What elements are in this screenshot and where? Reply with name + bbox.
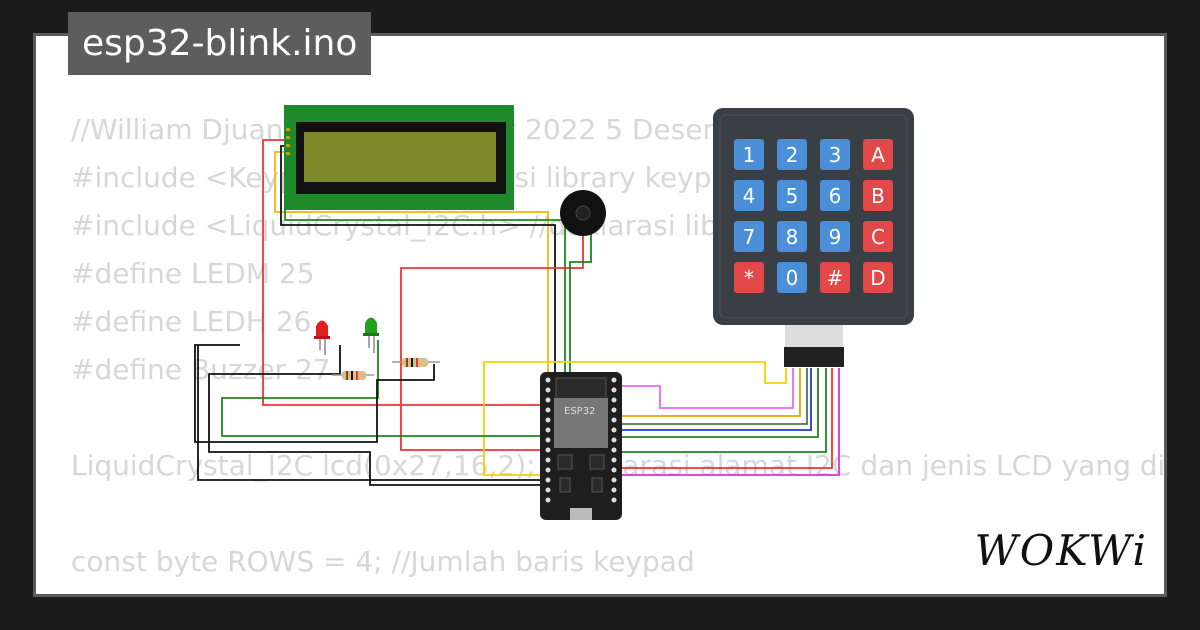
esp32-board: ESP32: [540, 372, 622, 520]
keypad-key-2: 2: [777, 139, 807, 170]
buzzer: [560, 190, 606, 236]
keypad-key-label: *: [744, 266, 754, 290]
code-line: const byte COLS = 4; //Jumlah kolom keyp…: [71, 586, 1164, 594]
keypad-key-5: 5: [777, 180, 807, 211]
wire-green-buzzer: [569, 232, 592, 380]
wire-green3-keypad: [612, 368, 819, 438]
wire-pink-keypad: [612, 368, 794, 409]
keypad: 1 2 3 A 4 5 6 B 7 8 9 C * 0 # D: [713, 108, 914, 367]
keypad-key-label: 3: [829, 143, 842, 167]
wire-magenta-keypad: [612, 368, 840, 476]
wire-yellow-keypad: [483, 361, 787, 476]
keypad-key-9: 9: [820, 221, 850, 252]
wire-green2-keypad: [612, 368, 808, 425]
keypad-key-3: 3: [820, 139, 850, 170]
keypad-key-4: 4: [734, 180, 764, 211]
keypad-key-label: C: [871, 225, 885, 249]
wokwi-logo: WOKWi: [974, 526, 1148, 575]
keypad-key-D: D: [863, 262, 893, 293]
esp32-left-pins: [545, 377, 551, 503]
keypad-key-B: B: [863, 180, 893, 211]
wire-red-lcd-vcc: [262, 139, 552, 406]
wire-green-led: [221, 340, 548, 437]
resistor-1: [332, 371, 374, 380]
esp32-label: ESP32: [564, 406, 595, 417]
keypad-key-label: D: [870, 266, 885, 290]
keypad-key-label: 5: [786, 184, 799, 208]
keypad-connector: [784, 325, 844, 367]
code-line: const byte ROWS = 4; //Jumlah baris keyp…: [71, 545, 695, 578]
wire-blue-keypad: [612, 368, 812, 431]
resistor-2: [392, 358, 440, 367]
keypad-key-label: B: [871, 184, 885, 208]
keypad-key-*: *: [734, 262, 764, 293]
keypad-key-label: #: [827, 266, 844, 290]
led-green: [363, 317, 379, 353]
wire-orange-keypad: [612, 368, 801, 417]
page-title: esp32-blink.ino: [68, 12, 372, 75]
keypad-key-#: #: [820, 262, 850, 293]
wire-green4-keypad: [612, 368, 827, 453]
keypad-key-label: 6: [829, 184, 842, 208]
code-line: #define Buzzer 27: [71, 353, 331, 386]
wire-red2-keypad: [612, 368, 833, 469]
code-line: #define LEDH 26: [71, 305, 312, 338]
wire-black-led-gnd: [208, 345, 552, 486]
keypad-key-label: 7: [743, 225, 756, 249]
lcd-display: [284, 105, 514, 210]
keypad-key-label: 0: [786, 266, 799, 290]
keypad-keys: 1 2 3 A 4 5 6 B 7 8 9 C * 0 # D: [734, 139, 893, 293]
keypad-key-A: A: [863, 139, 893, 170]
keypad-key-C: C: [863, 221, 893, 252]
keypad-key-label: A: [871, 143, 885, 167]
keypad-key-7: 7: [734, 221, 764, 252]
keypad-key-label: 1: [743, 143, 756, 167]
keypad-key-label: 8: [786, 225, 799, 249]
keypad-key-label: 2: [786, 143, 799, 167]
keypad-key-8: 8: [777, 221, 807, 252]
keypad-key-1: 1: [734, 139, 764, 170]
esp32-right-pins: [611, 377, 617, 503]
keypad-key-label: 9: [829, 225, 842, 249]
keypad-key-6: 6: [820, 180, 850, 211]
wire-black-resistor: [194, 344, 435, 443]
wire-red-buzzer: [400, 232, 584, 451]
keypad-key-label: 4: [743, 184, 756, 208]
code-line: #define LEDM 25: [71, 257, 315, 290]
led-red: [314, 320, 330, 355]
keypad-key-0: 0: [777, 262, 807, 293]
wire-black-gnd-bus: [197, 345, 552, 481]
